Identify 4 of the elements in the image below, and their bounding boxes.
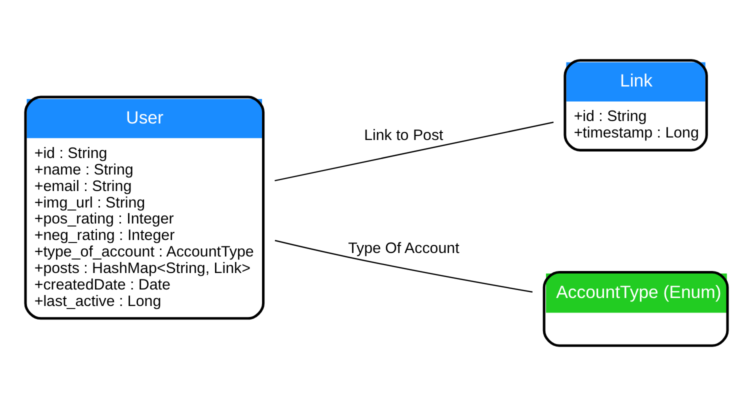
connector (274, 240, 533, 293)
connector (274, 122, 554, 182)
edge-label: Link to Post (364, 127, 444, 144)
edge-label: Type Of Account (348, 240, 460, 257)
